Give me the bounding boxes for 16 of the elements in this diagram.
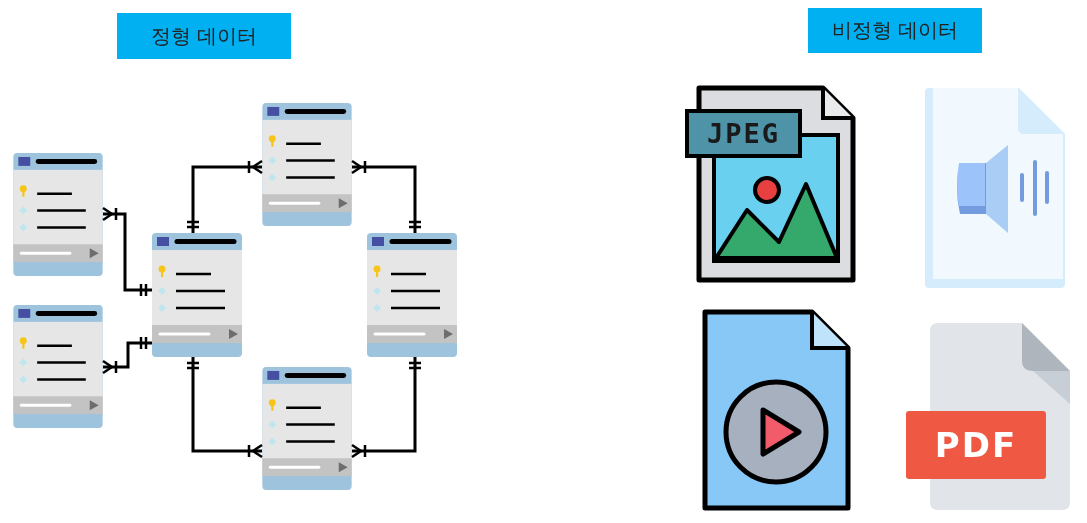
table-drawing [262, 103, 352, 226]
table-drawing [152, 233, 242, 357]
relationship-line [185, 357, 264, 459]
table-drawing [367, 233, 457, 357]
table-drawing [13, 305, 103, 428]
relationship-line [350, 159, 423, 233]
table-drawing [262, 367, 352, 490]
relationship-line [185, 159, 264, 233]
format-label: PDF [933, 424, 1019, 467]
relationship-line [101, 335, 152, 375]
title-box: 정형 데이터 [117, 13, 291, 59]
table-drawing [13, 153, 103, 276]
relationship-line [350, 357, 423, 459]
title-box: 비정형 데이터 [808, 8, 982, 53]
format-label: JPEG [706, 117, 781, 151]
relationship-line [101, 206, 152, 298]
